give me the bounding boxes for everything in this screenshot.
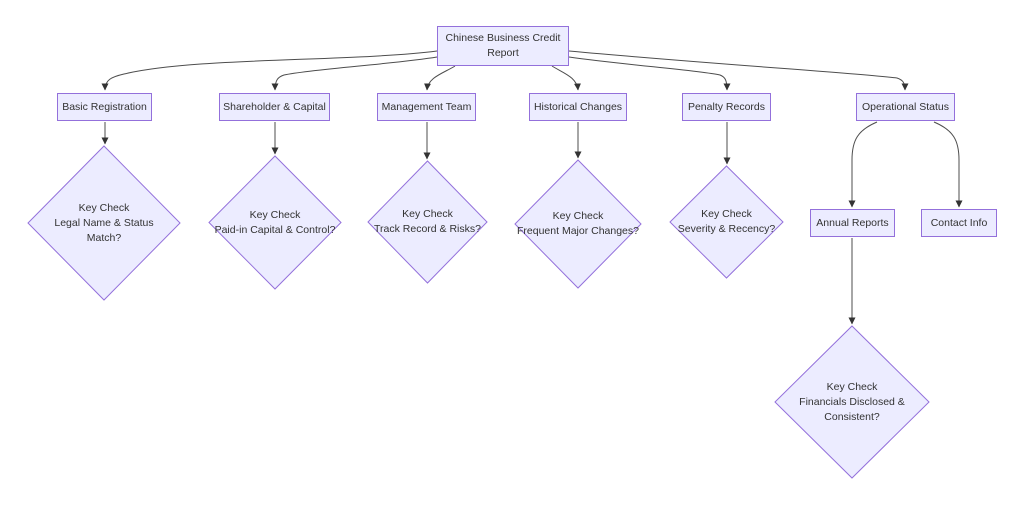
node-label-line: Key Check bbox=[826, 380, 878, 393]
edge-operational-status-contact-info bbox=[933, 121, 963, 208]
diamond-shape-icon bbox=[209, 156, 341, 289]
edge-root-management-team bbox=[424, 65, 456, 91]
node-shareholder-capital: Shareholder & Capital bbox=[219, 93, 330, 121]
node-label-line: Paid-in Capital & Control? bbox=[214, 223, 336, 236]
node-label-line: Financials Disclosed & bbox=[799, 395, 905, 408]
node-label-line: Shareholder & Capital bbox=[223, 100, 326, 113]
node-label-line: Key Check bbox=[552, 210, 604, 222]
decision-label: Key Check Paid-in Capital & Control? bbox=[209, 156, 341, 289]
node-label-line: Operational Status bbox=[862, 100, 949, 113]
decision-severity-recency: Key Check Severity & Recency? bbox=[670, 166, 783, 278]
node-label-line: Historical Changes bbox=[533, 100, 623, 113]
node-label-line: Frequent Major Changes? bbox=[517, 225, 639, 237]
node-operational-status: Operational Status bbox=[856, 93, 955, 121]
node-basic-registration: Basic Registration bbox=[57, 93, 152, 121]
node-chinese-business-credit-report: Chinese Business Credit Report bbox=[437, 26, 569, 66]
decision-frequent-major-changes: Key Check Frequent Major Changes? bbox=[515, 160, 641, 288]
decision-label: Key Check Track Record & Risks? bbox=[368, 161, 487, 283]
decision-track-record-risks: Key Check Track Record & Risks? bbox=[368, 161, 487, 283]
decision-paid-in-capital-control: Key Check Paid-in Capital & Control? bbox=[209, 156, 341, 289]
node-label-line: Severity & Recency? bbox=[677, 223, 776, 235]
node-label-line: Report bbox=[487, 47, 519, 59]
node-label-line: Key Check bbox=[701, 208, 752, 220]
node-label-line: Key Check bbox=[78, 201, 130, 214]
decision-financials-disclosed-consistent: Key Check Financials Disclosed & Consist… bbox=[775, 326, 929, 478]
node-label-line: Basic Registration bbox=[62, 100, 147, 113]
edge-root-penalty-records bbox=[568, 56, 731, 91]
edge-root-basic-registration bbox=[101, 50, 438, 91]
decision-label: Key Check Severity & Recency? bbox=[670, 166, 783, 278]
node-label-line: Match? bbox=[86, 231, 122, 244]
node-label-line: Key Check bbox=[249, 208, 301, 221]
decision-legal-name-status-match: Key Check Legal Name & Status Match? bbox=[28, 146, 180, 300]
node-label-line: Legal Name & Status bbox=[54, 216, 154, 229]
node-label-line: Consistent? bbox=[824, 410, 880, 423]
node-management-team: Management Team bbox=[377, 93, 476, 121]
decision-label: Key Check Legal Name & Status Match? bbox=[28, 146, 180, 300]
diamond-shape-icon bbox=[28, 146, 180, 300]
diamond-shape-icon bbox=[775, 326, 929, 478]
node-historical-changes: Historical Changes bbox=[529, 93, 627, 121]
edge-root-operational-status bbox=[568, 50, 909, 91]
node-label-line: Chinese Business Credit bbox=[445, 32, 561, 44]
edge-root-historical-changes bbox=[551, 65, 581, 91]
decision-label: Key Check Frequent Major Changes? bbox=[515, 160, 641, 288]
node-contact-info: Contact Info bbox=[921, 209, 997, 237]
node-label-line: Key Check bbox=[402, 208, 453, 220]
diamond-shape-icon bbox=[670, 166, 783, 278]
diamond-shape-icon bbox=[368, 161, 487, 283]
node-label-line: Annual Reports bbox=[816, 216, 889, 229]
diamond-shape-icon bbox=[515, 160, 641, 288]
node-label-line: Penalty Records bbox=[687, 100, 766, 113]
node-label-line: Track Record & Risks? bbox=[374, 223, 481, 235]
node-penalty-records: Penalty Records bbox=[682, 93, 771, 121]
node-label-line: Contact Info bbox=[930, 216, 988, 229]
node-annual-reports: Annual Reports bbox=[810, 209, 895, 237]
edge-root-shareholder-capital bbox=[271, 56, 438, 91]
edge-operational-status-annual-reports bbox=[848, 121, 878, 208]
decision-label: Key Check Financials Disclosed & Consist… bbox=[775, 326, 929, 478]
node-label-line: Management Team bbox=[381, 100, 472, 113]
